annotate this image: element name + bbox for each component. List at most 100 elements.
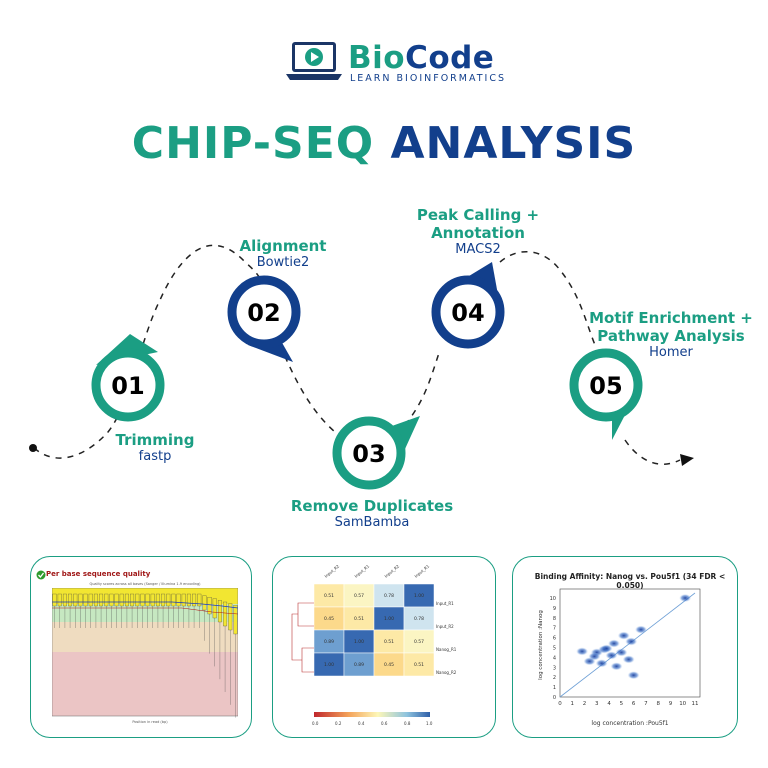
quality-box [114,593,119,607]
laptop-logo-icon [286,42,342,80]
y-tick-label: 6 [553,636,556,642]
x-tick-label: 10 [679,701,686,707]
quality-box [73,593,78,607]
heatmap-cell-value: 0.45 [384,662,394,668]
fastqc-subtitle: Quality scores across all bases (Sanger … [89,582,201,586]
quality-box [171,593,176,607]
path-end-arrow-icon [680,454,694,466]
x-tick-label: 5 [620,701,624,707]
heatmap-cell-value: 0.51 [354,616,364,622]
step-marker-01: 01 [91,334,165,422]
heatmap-cell-value: 1.00 [324,662,334,668]
quality-box [233,605,238,635]
y-tick-label: 3 [553,665,556,671]
scale-tick: 0.0 [312,721,319,726]
density-blob [576,647,589,656]
heatmap-cell-value: 0.57 [414,639,424,645]
quality-box [155,593,160,607]
density-blob [610,662,623,671]
density-blob [622,655,635,664]
step-tool-05: Homer [649,345,693,360]
density-blob [595,659,608,668]
density-blob [605,651,618,660]
step-label-03: Remove Duplicates SamBamba [282,497,462,530]
fastqc-quality-boxes [52,593,238,718]
y-tick-label: 10 [550,596,556,602]
quality-box [119,593,124,607]
density-blob [583,657,596,666]
step-marker-03: 03 [332,416,420,490]
quality-box [124,593,129,607]
step-name-03: Remove Duplicates [290,497,454,515]
step-name-05-line1: Motif Enrichment + [589,309,753,327]
quality-box [140,593,145,607]
step-tool-01: fastp [138,449,172,464]
quality-box [176,593,181,607]
step-name-04-line1: Peak Calling + [416,206,540,224]
heatmap-cell-value: 0.45 [324,616,334,622]
quality-box [145,593,150,607]
density-blob [600,644,613,653]
density-blobs [576,594,692,680]
heatmap-col-label: Input_R1 [413,563,430,578]
quality-box [192,593,197,607]
step-tool-03: SamBamba [334,515,410,530]
binding-affinity-title: Binding Affinity: Nanog vs. Pou5f1 (34 F… [534,572,726,590]
title-part2: ANALYSIS [390,118,637,169]
binding-affinity-xlabel: log concentration :Pou5f1 [591,720,669,727]
heatmap-col-label: Input_R2 [323,563,340,578]
scale-tick: 0.2 [335,721,342,726]
quality-box [93,593,98,607]
quality-box [166,593,171,607]
quality-box [52,593,57,607]
quality-box [68,593,73,607]
quality-box [186,593,191,607]
x-tick-label: 8 [656,701,660,707]
step-label-02: Alignment Bowtie2 [218,237,348,270]
scale-tick: 1.0 [426,721,433,726]
x-tick-label: 2 [583,701,587,707]
quality-box [150,593,155,607]
check-icon [36,570,46,580]
step-name-05-line2: Pathway Analysis [597,327,745,345]
y-tick-label: 0 [553,695,556,701]
step-number-04: 04 [451,299,484,327]
step-marker-04: 04 [431,262,505,349]
heatmap-dendrogram [291,602,314,673]
heatmap-cell-value: 1.00 [384,616,394,622]
path-start-dot [29,444,37,452]
step-name-02: Alignment [239,237,327,255]
scale-tick: 0.6 [381,721,388,726]
quality-box [109,593,114,607]
density-blob [615,648,628,657]
density-blob [617,631,630,640]
y-tick-label: 2 [553,675,556,681]
density-blob [608,639,620,648]
brand-name-code: Code [405,40,495,76]
heatmap-cell-value: 0.51 [384,639,394,645]
y-tick-label: 4 [553,655,556,661]
heatmap-row-label: Input_R1 [436,601,454,606]
scale-tick: 0.4 [358,721,365,726]
y-tick-label: 1 [553,685,556,691]
fastqc-title: Per base sequence quality [46,570,151,578]
fastqc-xlabel: Position in read (bp) [132,720,168,724]
step-label-01: Trimming fastp [90,431,220,464]
step-number-02: 02 [247,299,280,327]
y-tick-label: 8 [553,616,556,622]
step-number-05: 05 [589,372,622,400]
quality-box [130,593,135,607]
x-tick-label: 4 [607,701,611,707]
y-tick-label: 9 [553,606,556,612]
heatmap-row-label: Input_R2 [436,624,454,629]
title-part1: CHIP-SEQ [131,118,375,169]
heatmap-row-label: Nanog_R2 [436,670,457,675]
heatmap-cell-value: 0.89 [354,662,364,668]
heatmap-col-label: Input_R2 [383,563,400,578]
quality-box [217,600,222,623]
quality-box [135,593,140,607]
